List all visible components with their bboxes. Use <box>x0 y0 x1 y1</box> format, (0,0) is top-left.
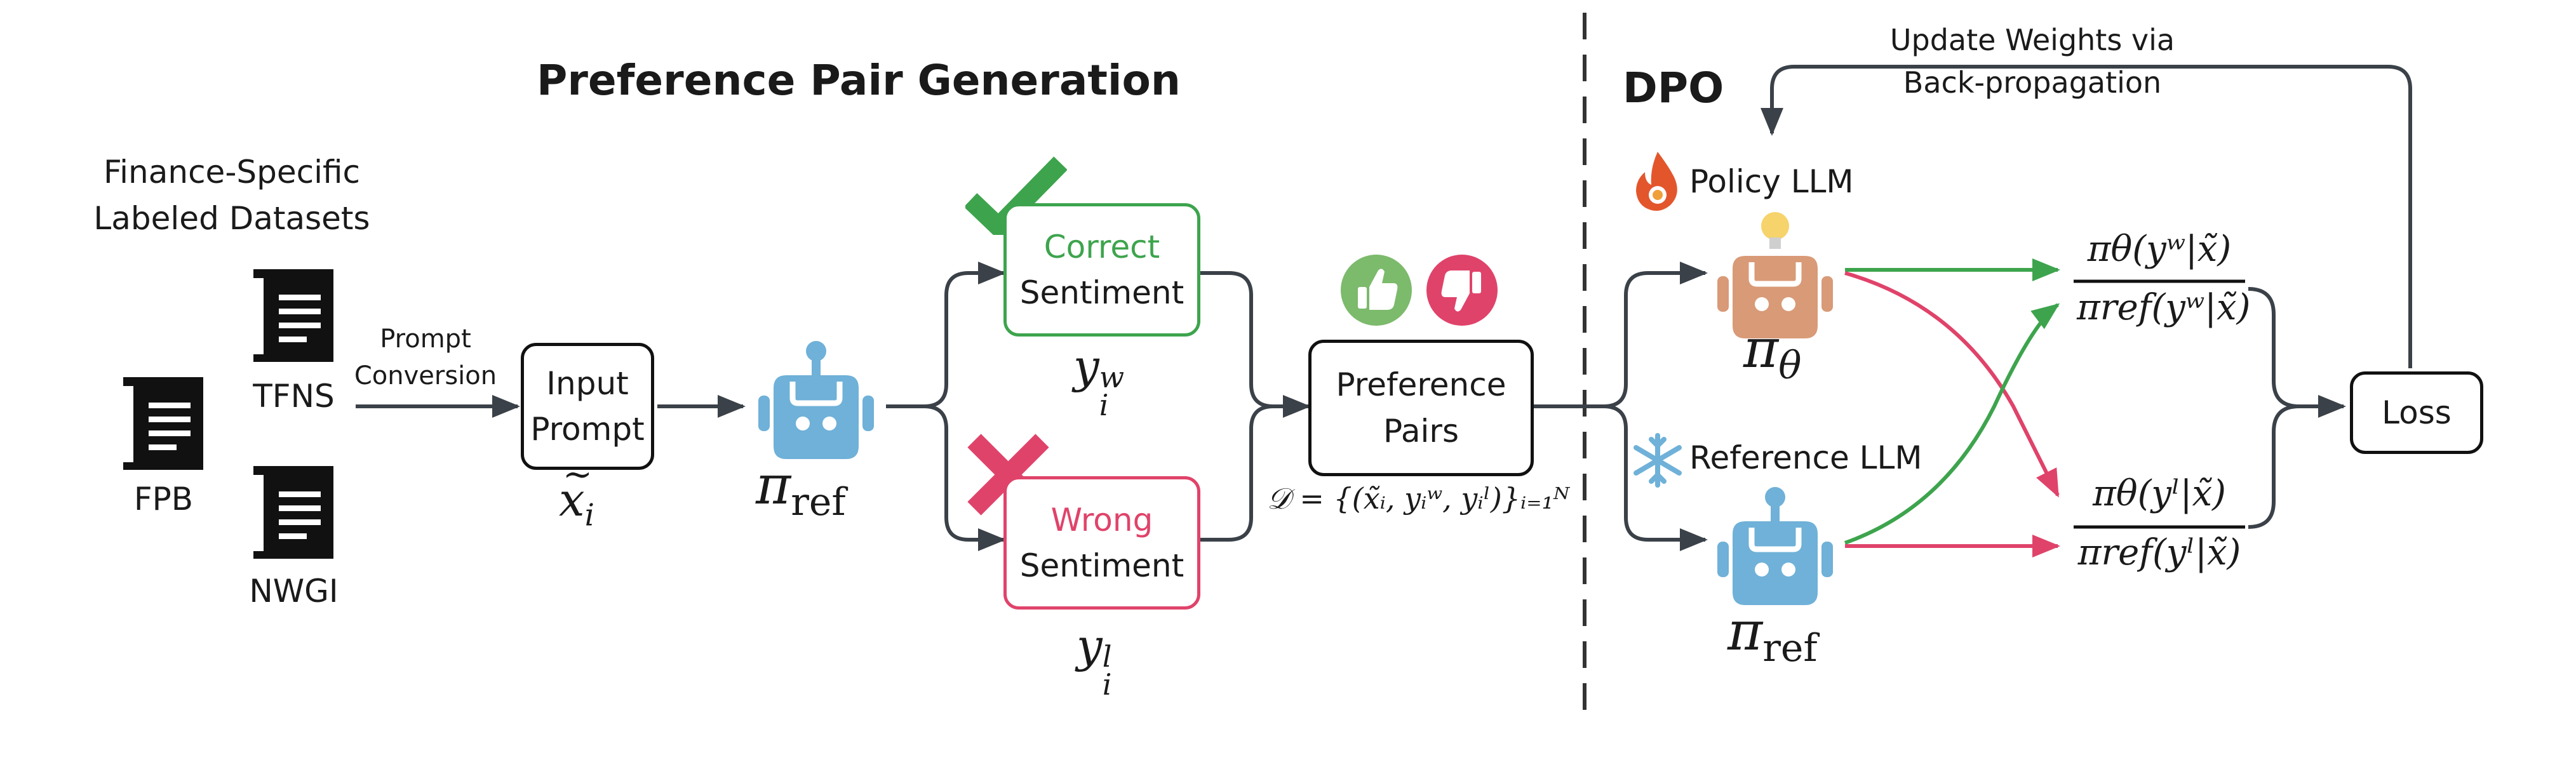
section-title-preference-generation: Preference Pair Generation <box>537 56 1181 105</box>
prompt-conversion-label: Prompt Conversion <box>352 321 499 394</box>
thumbs-up-icon <box>1341 255 1412 326</box>
lightbulb-icon <box>1761 212 1789 249</box>
wrong-label-line1: Wrong <box>1050 501 1153 538</box>
reference-pi: π <box>1727 600 1763 662</box>
input-symbol-sub: i <box>584 497 594 533</box>
prompt-conversion-line2: Conversion <box>354 361 497 390</box>
datasets-heading-line1: Finance-Specific <box>104 154 360 190</box>
book-icon <box>123 377 203 470</box>
dataset-nwgi-label: NWGI <box>249 573 339 610</box>
fire-icon <box>1636 152 1677 211</box>
bracket-ratio-l <box>2248 404 2300 529</box>
dataset-formula: 𝒟 = {(x̃ᵢ, yᵢʷ, yᵢˡ)}ᵢ₌₁ᴺ <box>1267 481 1570 516</box>
correct-label-line2: Sentiment <box>1019 274 1184 311</box>
checkmark-icon <box>965 156 1067 235</box>
datasets-heading-line2: Labeled Datasets <box>93 199 370 237</box>
ref-policy-pi: π <box>756 454 791 516</box>
preference-pairs-box: Preference Pairs <box>1308 340 1534 476</box>
backprop-label: Update Weights via Back-propagation <box>1880 19 2185 103</box>
section-title-dpo: DPO <box>1623 63 1724 112</box>
arrow-ref-to-wrong <box>923 404 1006 551</box>
policy-pi: π <box>1743 317 1779 380</box>
correct-sentiment-box: Correct Sentiment <box>1003 203 1200 337</box>
snowflake-icon <box>1633 433 1682 488</box>
correct-label-line1: Correct <box>1043 228 1160 265</box>
wrong-symbol-sup: l <box>1102 639 1112 674</box>
arrow-pairs-to-reference <box>1603 404 1708 551</box>
correct-symbol-sup: w <box>1099 360 1125 394</box>
loss-box: Loss <box>2350 371 2483 454</box>
wrong-label-line2: Sentiment <box>1019 547 1184 584</box>
correct-symbol-sub: i <box>1099 387 1109 422</box>
ratio-l-denominator: πref(yˡ|x̃) <box>2077 532 2241 573</box>
policy-llm-label: Policy LLM <box>1689 163 1854 200</box>
reference-sub: ref <box>1762 625 1818 670</box>
arrow-pairs-to-policy <box>1534 262 1708 408</box>
pairs-line1: Preference <box>1336 366 1506 403</box>
dataset-tfns-label: TFNS <box>253 378 335 415</box>
policy-symbol: πθ <box>1743 317 1801 388</box>
arrow-correct-to-pairs <box>1200 271 1311 418</box>
prompt-conversion-line1: Prompt <box>380 324 471 354</box>
arrow-backprop-feedback <box>1761 65 2412 368</box>
pairs-line2: Pairs <box>1383 412 1459 450</box>
ref-policy-sub: ref <box>791 479 846 524</box>
arrow-reference-to-ratio-w <box>1844 303 2060 545</box>
backprop-line1: Update Weights via <box>1889 23 2175 57</box>
arrow-ref-to-correct <box>886 262 1006 408</box>
correct-symbol-y: y <box>1073 340 1099 393</box>
robot-icon <box>758 341 874 459</box>
wrong-symbol-sub: i <box>1102 667 1112 702</box>
thumbs-down-icon <box>1426 255 1498 326</box>
loss-label: Loss <box>2382 394 2452 431</box>
input-symbol-var: x <box>559 473 585 526</box>
input-prompt-line1: Input <box>546 364 629 402</box>
book-icon <box>253 466 333 559</box>
reference-llm-label: Reference LLM <box>1689 439 1922 476</box>
wrong-sentiment-box: Wrong Sentiment <box>1003 476 1200 610</box>
policy-sub: θ <box>1778 343 1802 388</box>
wrong-symbol-y: y <box>1077 619 1103 672</box>
input-prompt-symbol: x ~ i <box>559 454 594 533</box>
reference-symbol: πref <box>1727 600 1818 670</box>
robot-icon <box>1717 487 1833 605</box>
tilde-mark: ~ <box>563 454 593 495</box>
backprop-line2: Back-propagation <box>1903 65 2162 100</box>
book-icon <box>253 269 333 362</box>
dataset-fpb-label: FPB <box>133 481 194 517</box>
input-prompt-line2: Prompt <box>530 411 645 448</box>
datasets-heading: Finance-Specific Labeled Datasets <box>73 149 391 241</box>
ref-policy-symbol: πref <box>756 454 846 524</box>
arrow-wrong-to-pairs <box>1200 404 1274 542</box>
arrow-policy-to-ratio-l <box>1844 271 2060 498</box>
input-prompt-box: Input Prompt <box>521 343 654 470</box>
ratio-l-numerator: πθ(yˡ|x̃) <box>2093 473 2226 514</box>
robot-icon <box>1717 256 1833 338</box>
ratio-w-numerator: πθ(yʷ|x̃) <box>2087 229 2232 270</box>
ratio-w-denominator: πref(yʷ|x̃) <box>2077 287 2251 328</box>
bracket-ratio-w <box>2248 287 2346 418</box>
